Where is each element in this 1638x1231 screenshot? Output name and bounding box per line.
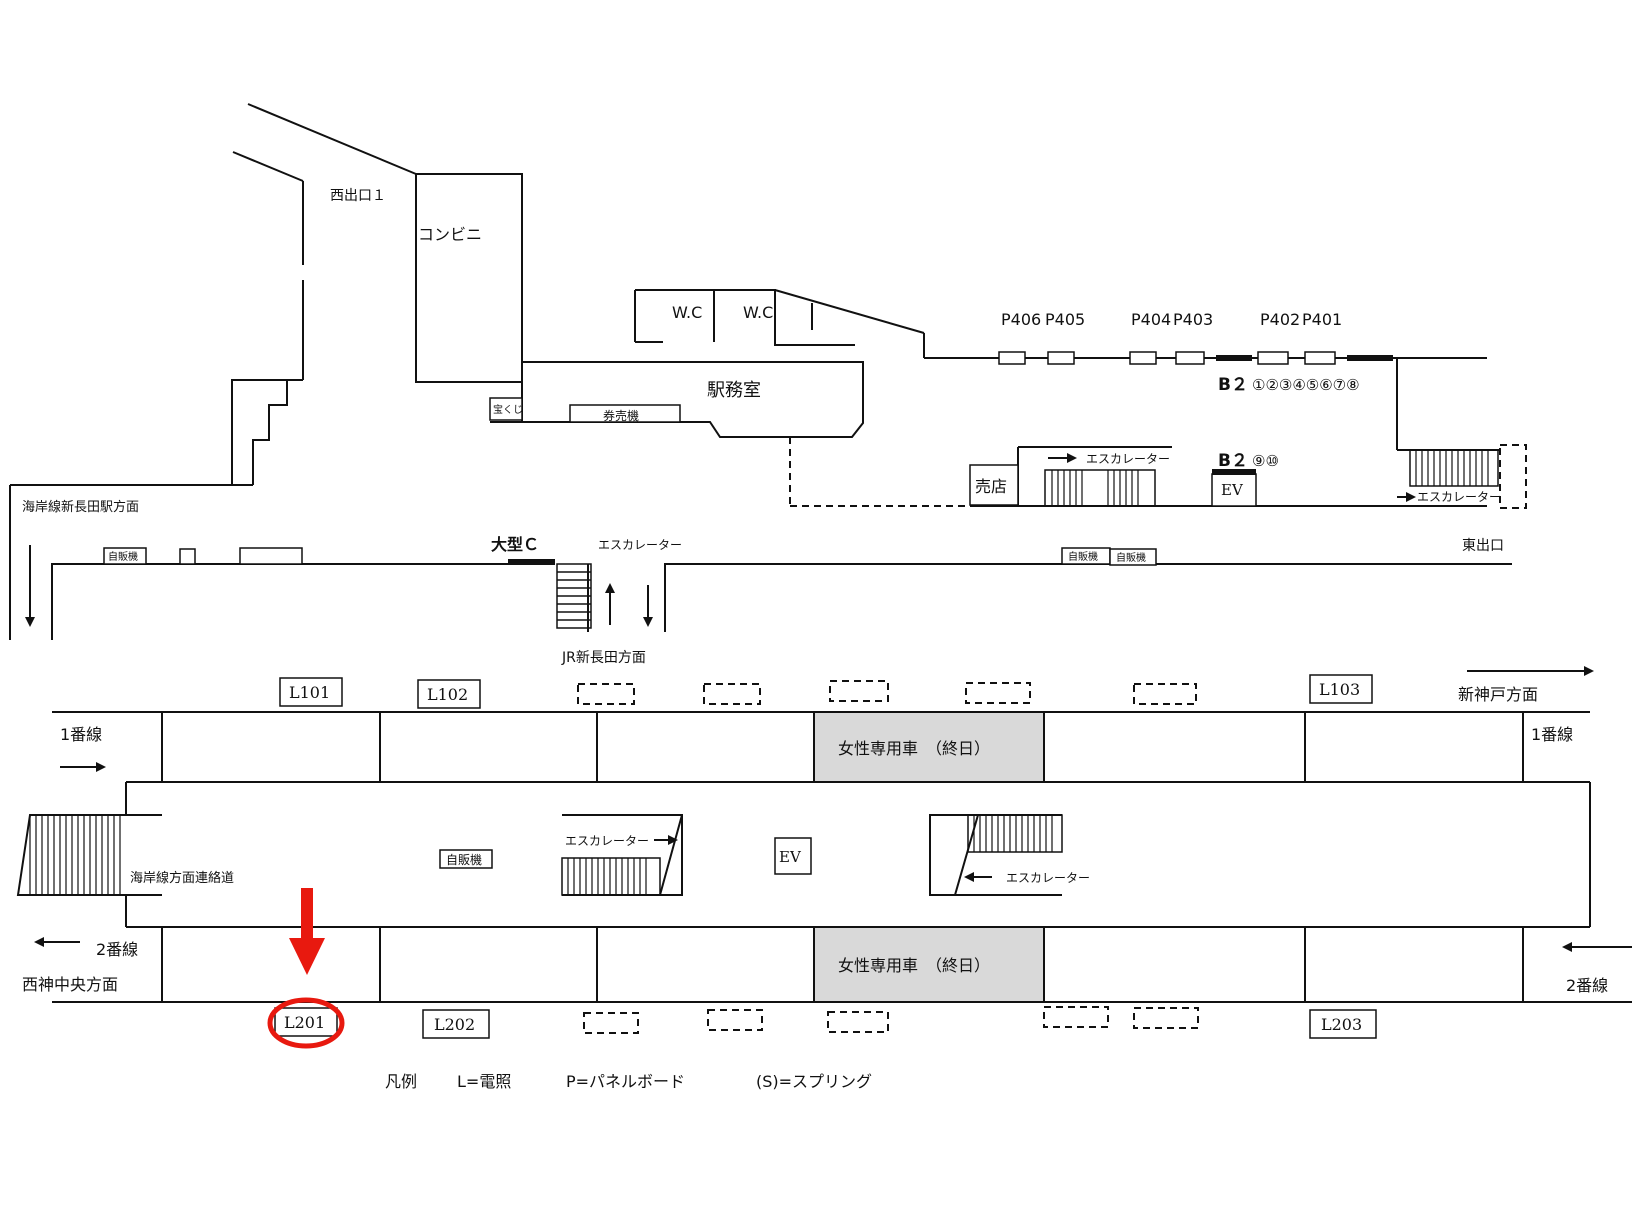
ticket-machine: 券売機 xyxy=(569,404,681,423)
jr-direction-label: JR新長田方面 xyxy=(561,650,646,666)
lottery-booth: 宝くじ xyxy=(489,397,523,421)
vending-label: 自販機 xyxy=(1068,550,1098,563)
vending-machine-platform: 自販機 xyxy=(439,849,493,869)
escalator-label-platform-right: エスカレーター xyxy=(1006,871,1090,885)
elevator-platform: EV xyxy=(774,837,812,875)
station-office-label: 駅務室 xyxy=(707,380,761,401)
highlight-circle xyxy=(267,997,345,1049)
women-car-top-label: 女性専用車 （終日） xyxy=(838,739,990,758)
panel-p405: P405 xyxy=(1045,310,1085,329)
large-c-label: 大型Ｃ xyxy=(491,535,539,554)
vending-machine-concourse-3: 自販機 xyxy=(1109,548,1157,566)
panel-p403: P403 xyxy=(1173,310,1213,329)
elevator-concourse-label: EV xyxy=(1221,481,1244,499)
vending-machine-concourse-1: 自販機 xyxy=(103,547,147,565)
concourse-walls xyxy=(9,103,1527,640)
elevator-concourse: EV xyxy=(1211,469,1257,507)
ticket-machine-label: 券売機 xyxy=(603,408,639,423)
convenience-store-label: コンビニ xyxy=(418,225,482,244)
lottery-label: 宝くじ xyxy=(493,403,523,416)
shin-kobe-direction-label: 新神戸方面 xyxy=(1458,685,1538,704)
coast-link-label: 海岸線方面連絡道 xyxy=(130,870,234,886)
escalator-label-kiosk: エスカレーター xyxy=(1086,452,1170,466)
platform-escalator-right: エスカレーター xyxy=(929,814,1090,896)
panel-p402: P402 xyxy=(1260,310,1300,329)
vending-label: 自販機 xyxy=(108,550,138,563)
wc-label-2: W.C xyxy=(743,303,773,322)
light-label: L102 xyxy=(427,685,468,704)
legend-l: L=電照 xyxy=(457,1072,511,1091)
vending-label: 自販機 xyxy=(1116,551,1146,564)
coast-line-direction-label: 海岸線新長田駅方面 xyxy=(22,499,139,515)
platform-escalator-left: エスカレーター xyxy=(561,814,683,896)
panel-p401: P401 xyxy=(1302,310,1342,329)
legend-s: (S)=スプリング xyxy=(756,1072,872,1091)
panel-p406: P406 xyxy=(1001,310,1041,329)
east-exit-label: 東出口 xyxy=(1462,538,1504,554)
light-l103: L103 xyxy=(1309,674,1373,704)
light-label: L201 xyxy=(284,1013,325,1032)
west-exit-label: 西出口１ xyxy=(330,188,386,204)
coast-link-stairs xyxy=(16,814,162,896)
light-label: L101 xyxy=(289,683,330,702)
legend-p: P=パネルボード xyxy=(566,1072,685,1091)
track1-right-label: 1番線 xyxy=(1531,725,1573,744)
vending-machine-concourse-2: 自販機 xyxy=(1061,547,1111,565)
escalator-label-center: エスカレーター xyxy=(598,538,682,552)
light-l203: L203 xyxy=(1309,1009,1377,1039)
concourse-stairs-center xyxy=(556,563,653,629)
nishi-shin-direction-label: 西神中央方面 xyxy=(22,975,118,994)
dashed-fixtures-top xyxy=(577,680,1197,705)
track1-left-label: 1番線 xyxy=(60,725,102,744)
wc-label-1: W.C xyxy=(672,303,702,322)
light-label: L202 xyxy=(434,1015,475,1034)
small-box-concourse xyxy=(179,548,196,565)
highlight-arrow-head xyxy=(289,938,325,975)
concourse-escalator-kiosk xyxy=(1044,453,1156,507)
b2-nums-mid: ⑨⑩ xyxy=(1252,452,1279,470)
b2-nums-top: ①②③④⑤⑥⑦⑧ xyxy=(1252,376,1360,394)
women-car-bottom: 女性専用車 （終日） xyxy=(813,926,1045,1003)
kiosk-label: 売店 xyxy=(975,477,1007,496)
women-car-bottom-label: 女性専用車 （終日） xyxy=(838,956,990,975)
light-l102: L102 xyxy=(417,679,481,709)
light-l202: L202 xyxy=(422,1009,490,1039)
kiosk: 売店 xyxy=(969,464,1019,506)
panel-p404: P404 xyxy=(1131,310,1171,329)
escalator-label-east: エスカレーター xyxy=(1417,490,1501,504)
vending-label: 自販機 xyxy=(446,852,482,867)
highlight-arrow-shaft xyxy=(301,888,313,940)
dashed-fixtures-bottom xyxy=(583,1006,1199,1034)
b2-label-top: B２ xyxy=(1218,375,1248,395)
box-concourse xyxy=(239,547,303,565)
light-l201: L201 xyxy=(274,1007,338,1037)
elevator-platform-label: EV xyxy=(779,848,802,866)
panel-boards xyxy=(998,351,1393,365)
light-label: L103 xyxy=(1319,680,1360,699)
concourse-escalator-east xyxy=(1397,449,1499,502)
legend-title: 凡例 xyxy=(385,1072,417,1091)
b2-label-mid: B２ xyxy=(1218,451,1248,471)
women-car-top: 女性専用車 （終日） xyxy=(813,711,1045,783)
escalator-label-platform-left: エスカレーター xyxy=(565,834,649,848)
highlight-marker xyxy=(267,888,345,1049)
track2-right-label: 2番線 xyxy=(1566,976,1608,995)
legend: 凡例 L=電照 P=パネルボード (S)=スプリング xyxy=(385,1072,872,1091)
track2-left-label: 2番線 xyxy=(96,940,138,959)
light-l101: L101 xyxy=(279,677,343,707)
light-label: L203 xyxy=(1321,1015,1362,1034)
